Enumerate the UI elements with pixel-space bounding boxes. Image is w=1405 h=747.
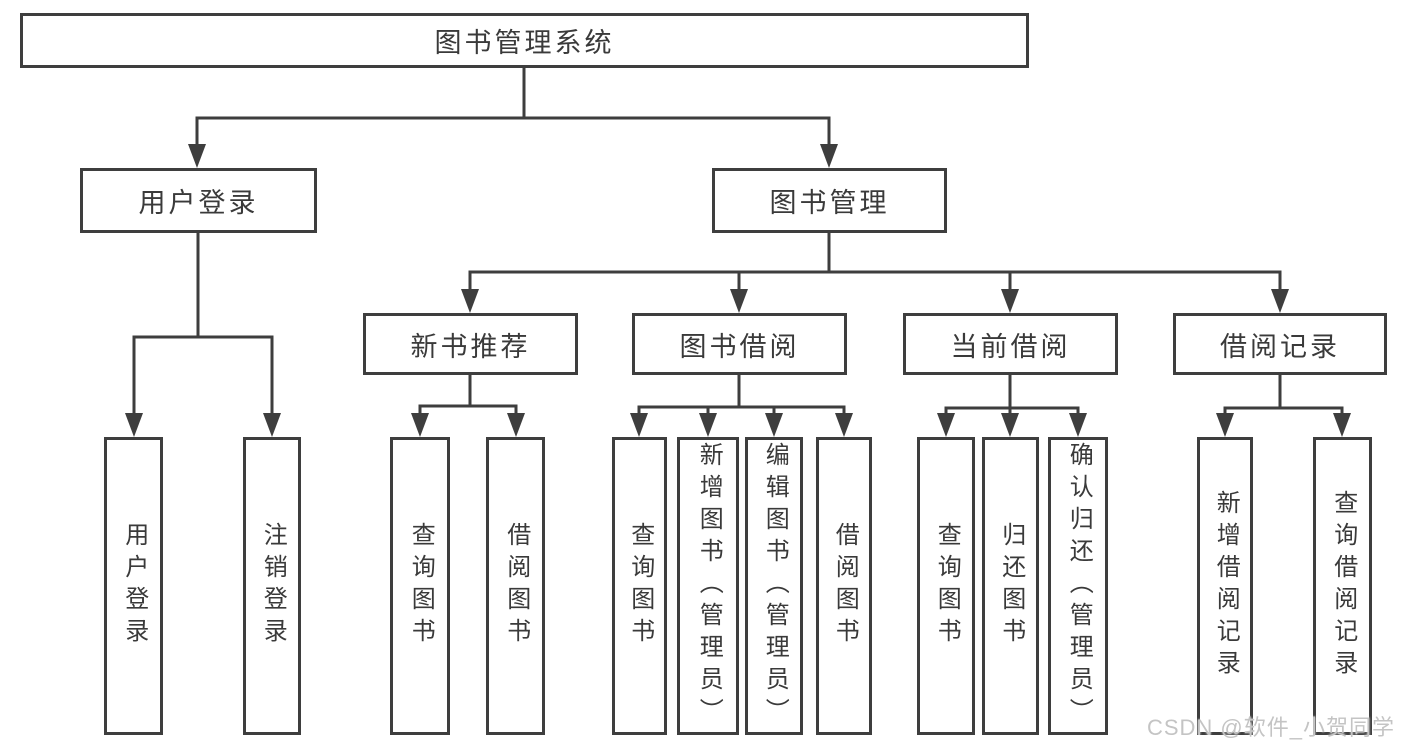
leaf-label: 新增图书（管理员） (695, 442, 723, 730)
node-borrow-records: 借阅记录 (1173, 313, 1387, 375)
leaf-label: 新增借阅记录 (1212, 490, 1240, 682)
leaf-add-borrow-record: 新增借阅记录 (1197, 437, 1253, 735)
node-library-system: 图书管理系统 (20, 13, 1029, 68)
leaf-edit-book-admin: 编辑图书（管理员） (745, 437, 803, 735)
leaf-add-book-admin: 新增图书（管理员） (677, 437, 739, 735)
leaf-label: 注销登录 (259, 522, 287, 650)
leaf-query-borrow-record: 查询借阅记录 (1313, 437, 1372, 735)
leaf-return-books: 归还图书 (982, 437, 1039, 735)
leaf-borrow-books-recommend: 借阅图书 (486, 437, 545, 735)
leaf-label: 确认归还（管理员） (1065, 442, 1093, 730)
leaf-label: 用户登录 (120, 522, 148, 650)
leaf-label: 编辑图书（管理员） (761, 442, 789, 730)
leaf-label: 查询图书 (626, 522, 654, 650)
leaf-label: 借阅图书 (502, 522, 530, 650)
leaf-logout: 注销登录 (243, 437, 301, 735)
node-book-borrow: 图书借阅 (632, 313, 847, 375)
node-new-book-recommend: 新书推荐 (363, 313, 578, 375)
leaf-label: 查询图书 (407, 522, 435, 650)
leaf-query-books-borrow: 查询图书 (612, 437, 667, 735)
leaf-query-books-current: 查询图书 (917, 437, 975, 735)
node-current-borrow: 当前借阅 (903, 313, 1118, 375)
watermark: CSDN @软件_小贺同学 (1146, 715, 1395, 740)
leaf-borrow-books: 借阅图书 (816, 437, 872, 735)
node-book-management: 图书管理 (712, 168, 947, 233)
leaf-label: 查询图书 (933, 522, 961, 650)
leaf-label: 查询借阅记录 (1329, 490, 1357, 682)
leaf-confirm-return-admin: 确认归还（管理员） (1048, 437, 1108, 735)
leaf-label: 归还图书 (997, 522, 1025, 650)
leaf-user-login: 用户登录 (104, 437, 163, 735)
leaf-label: 借阅图书 (831, 522, 859, 650)
leaf-query-books-recommend: 查询图书 (390, 437, 450, 735)
node-user-login: 用户登录 (80, 168, 317, 233)
